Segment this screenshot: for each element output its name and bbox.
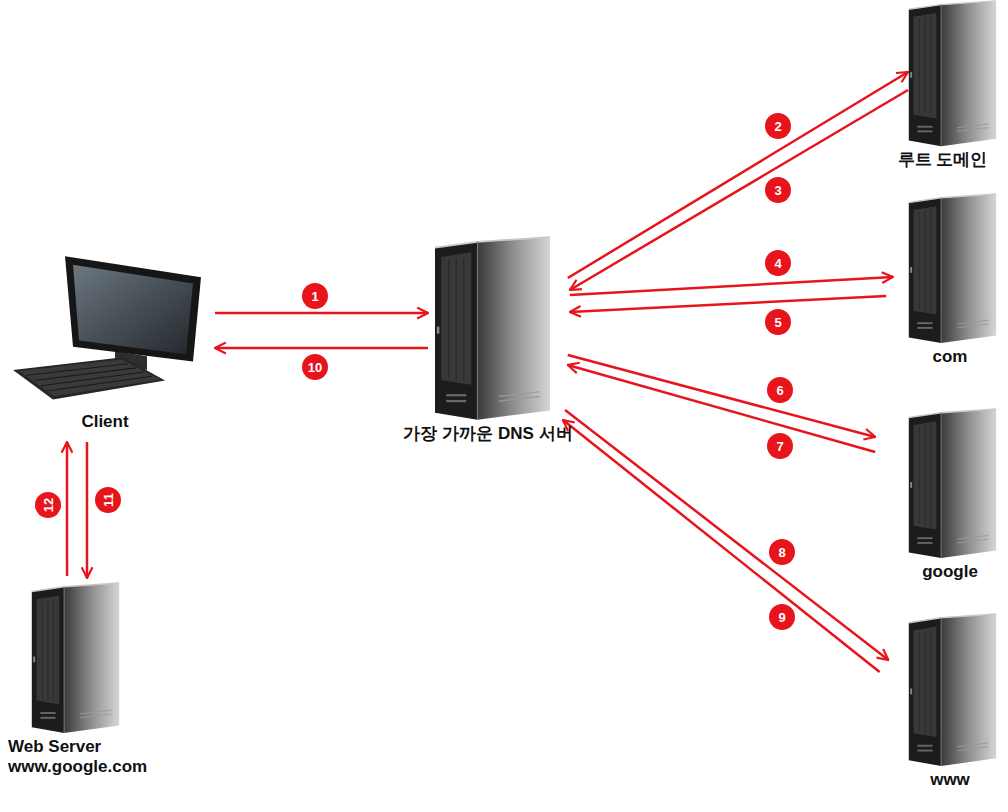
request-arrow <box>563 420 880 672</box>
callout-text: 11 <box>102 493 115 507</box>
callout-number: 4 <box>765 250 791 276</box>
callout-text: 10 <box>308 361 322 374</box>
server-icon <box>905 0 1000 148</box>
server-icon <box>28 582 123 735</box>
callout-text: 12 <box>42 498 55 512</box>
server-icon <box>905 193 1000 345</box>
request-arrow <box>568 355 875 437</box>
callout-number: 10 <box>302 354 328 380</box>
callout-number: 8 <box>769 539 795 565</box>
client-computer: Client <box>5 252 205 432</box>
callout-text: 9 <box>778 611 785 624</box>
request-arrow <box>570 90 908 290</box>
callout-text: 8 <box>778 546 785 559</box>
request-arrow <box>215 312 428 315</box>
request-arrow <box>565 410 888 660</box>
callout-text: 3 <box>774 184 781 197</box>
callout-number: 3 <box>765 177 791 203</box>
node-label: 루트 도메인 <box>898 150 988 170</box>
request-arrow <box>568 365 875 452</box>
callout-number: 9 <box>769 604 795 630</box>
callout-text: 6 <box>776 384 783 397</box>
request-arrow <box>66 442 69 576</box>
callout-number: 11 <box>95 487 121 513</box>
node-label: Web Server www.google.com <box>8 737 168 777</box>
node-label: 가장 가까운 DNS 서버 <box>403 424 572 444</box>
root-server: 루트 도메인 <box>880 0 1005 170</box>
request-arrow <box>568 72 908 278</box>
request-arrow <box>570 277 893 295</box>
callout-text: 5 <box>774 316 781 329</box>
request-arrow <box>570 296 886 312</box>
dns-server: 가장 가까운 DNS 서버 <box>383 236 593 444</box>
server-icon <box>430 236 555 422</box>
callout-number: 1 <box>302 283 328 309</box>
node-label: Client <box>81 412 128 432</box>
request-arrow <box>215 347 428 350</box>
callout-text: 7 <box>776 440 783 453</box>
callout-text: 4 <box>774 257 781 270</box>
node-label: www <box>930 770 970 790</box>
callout-text: 1 <box>311 290 318 303</box>
callout-text: 2 <box>774 120 781 133</box>
callout-number: 2 <box>765 113 791 139</box>
node-label: google <box>922 562 978 582</box>
google-server: google <box>895 408 1005 582</box>
server-icon <box>905 408 1000 560</box>
callout-number: 5 <box>765 309 791 335</box>
node-label: com <box>933 347 968 367</box>
callout-number: 12 <box>35 492 61 518</box>
request-arrow <box>86 442 89 578</box>
web-server: Web Server www.google.com <box>8 582 168 777</box>
www-server: www <box>895 613 1005 790</box>
computer-icon <box>5 252 205 410</box>
callout-number: 7 <box>767 433 793 459</box>
callout-number: 6 <box>767 377 793 403</box>
com-server: com <box>895 193 1005 367</box>
server-icon <box>905 613 1000 768</box>
